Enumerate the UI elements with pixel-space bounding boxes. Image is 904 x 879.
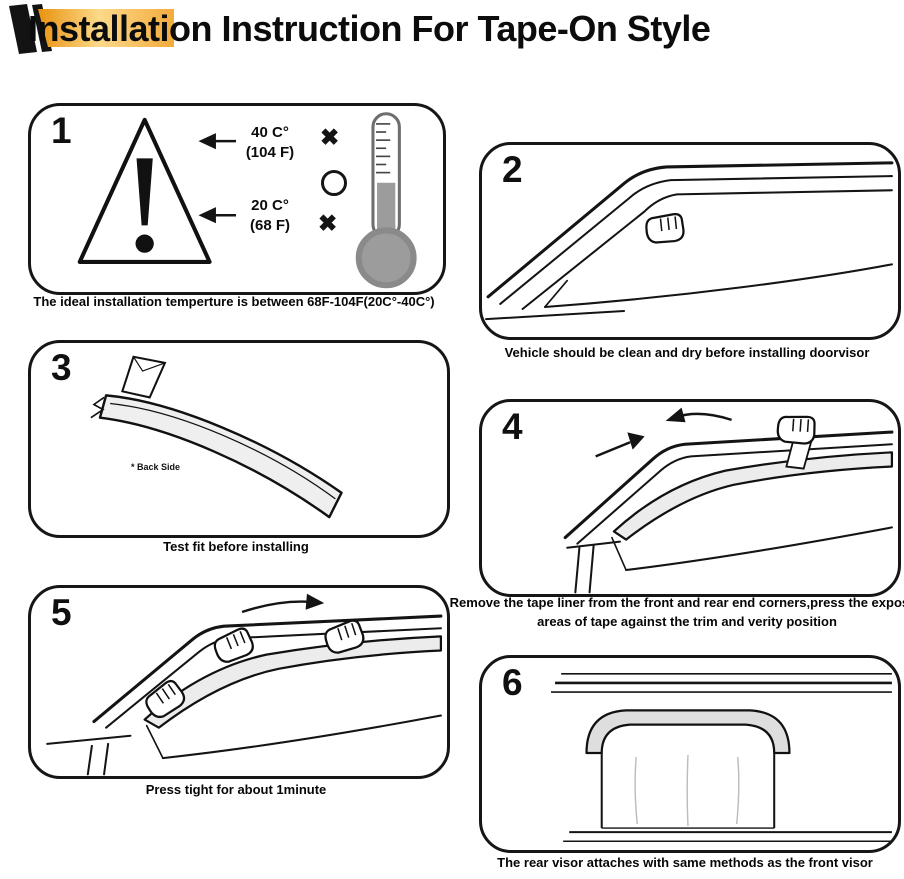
back-side-label: * Back Side — [131, 462, 181, 472]
step-6-panel: 6 — [479, 655, 901, 853]
page-title: Installation Instruction For Tape-On Sty… — [28, 8, 711, 49]
hand-icon — [211, 626, 256, 665]
temp-low-label: 20 C° (68 F) — [230, 196, 310, 237]
arrow-left-icon — [198, 133, 236, 224]
clean-window-illustration — [485, 161, 894, 321]
visor-tip-squiggle — [90, 396, 105, 419]
temp-high-celsius: 40 C° — [251, 124, 289, 141]
temperature-warning-illustration — [77, 112, 417, 289]
step-2-panel: 2 — [479, 142, 901, 340]
rear-window — [600, 752, 776, 829]
brand-logo-icon — [9, 4, 174, 54]
step-1-number: 1 — [51, 110, 72, 151]
hand-icon — [140, 677, 190, 722]
step-3-panel: 3 * Back Side — [28, 340, 450, 538]
not-ok-icon: ✖ — [318, 210, 338, 236]
step-1-caption: The ideal installation temperture is bet… — [33, 294, 435, 309]
rear-visor-shape — [585, 709, 791, 755]
visor-edge-line — [110, 402, 336, 500]
step-5-number: 5 — [51, 592, 72, 633]
rear-visor-illustration — [550, 673, 892, 842]
exclamation-bar — [136, 158, 153, 226]
curved-arrow-left-icon — [665, 407, 732, 423]
step-4-number: 4 — [502, 406, 523, 447]
step-5-panel: 5 — [28, 585, 450, 779]
hand-icon — [643, 209, 687, 248]
step-4-caption: Remove the tape liner from the front and… — [449, 595, 904, 629]
car-window-lines — [563, 430, 894, 594]
step-5-caption: Press tight for about 1minute — [145, 782, 327, 797]
temp-low-fahrenheit: (68 F) — [249, 217, 290, 235]
step-2-caption: Vehicle should be clean and dry before i… — [504, 345, 870, 360]
exclamation-dot — [135, 234, 154, 253]
step-1-panel: 1 — [28, 103, 446, 295]
step-3-caption: Test fit before installing — [163, 539, 309, 554]
car-window-lines — [485, 161, 894, 321]
door-visor-shape — [98, 394, 343, 519]
tape-liner-fold — [132, 356, 166, 372]
step-2-number: 2 — [502, 149, 523, 190]
not-ok-icon: ✖ — [320, 124, 340, 150]
temp-low-celsius: 20 C° — [251, 197, 289, 214]
ok-circle-icon — [321, 170, 347, 196]
installed-visor-shape — [143, 635, 443, 729]
temp-high-label: 40 C° (104 F) — [230, 123, 310, 164]
visor-test-fit-illustration — [90, 355, 343, 519]
remove-tape-liner-illustration — [563, 407, 894, 594]
thermometer-icon — [355, 112, 417, 289]
press-visor-illustration — [46, 593, 443, 776]
step-6-caption: The rear visor attaches with same method… — [497, 855, 873, 870]
tape-liner-flap — [121, 355, 167, 399]
hand-icon — [772, 407, 821, 451]
step-6-number: 6 — [502, 662, 523, 703]
arrow-up-right-icon — [595, 432, 645, 458]
installed-visor-shape — [612, 451, 894, 541]
arrow-right-icon — [241, 593, 325, 614]
roof-and-body-lines — [550, 673, 892, 842]
step-4-panel: 4 — [479, 399, 901, 597]
temp-high-fahrenheit: (104 F) — [245, 144, 295, 162]
step-3-number: 3 — [51, 347, 72, 388]
